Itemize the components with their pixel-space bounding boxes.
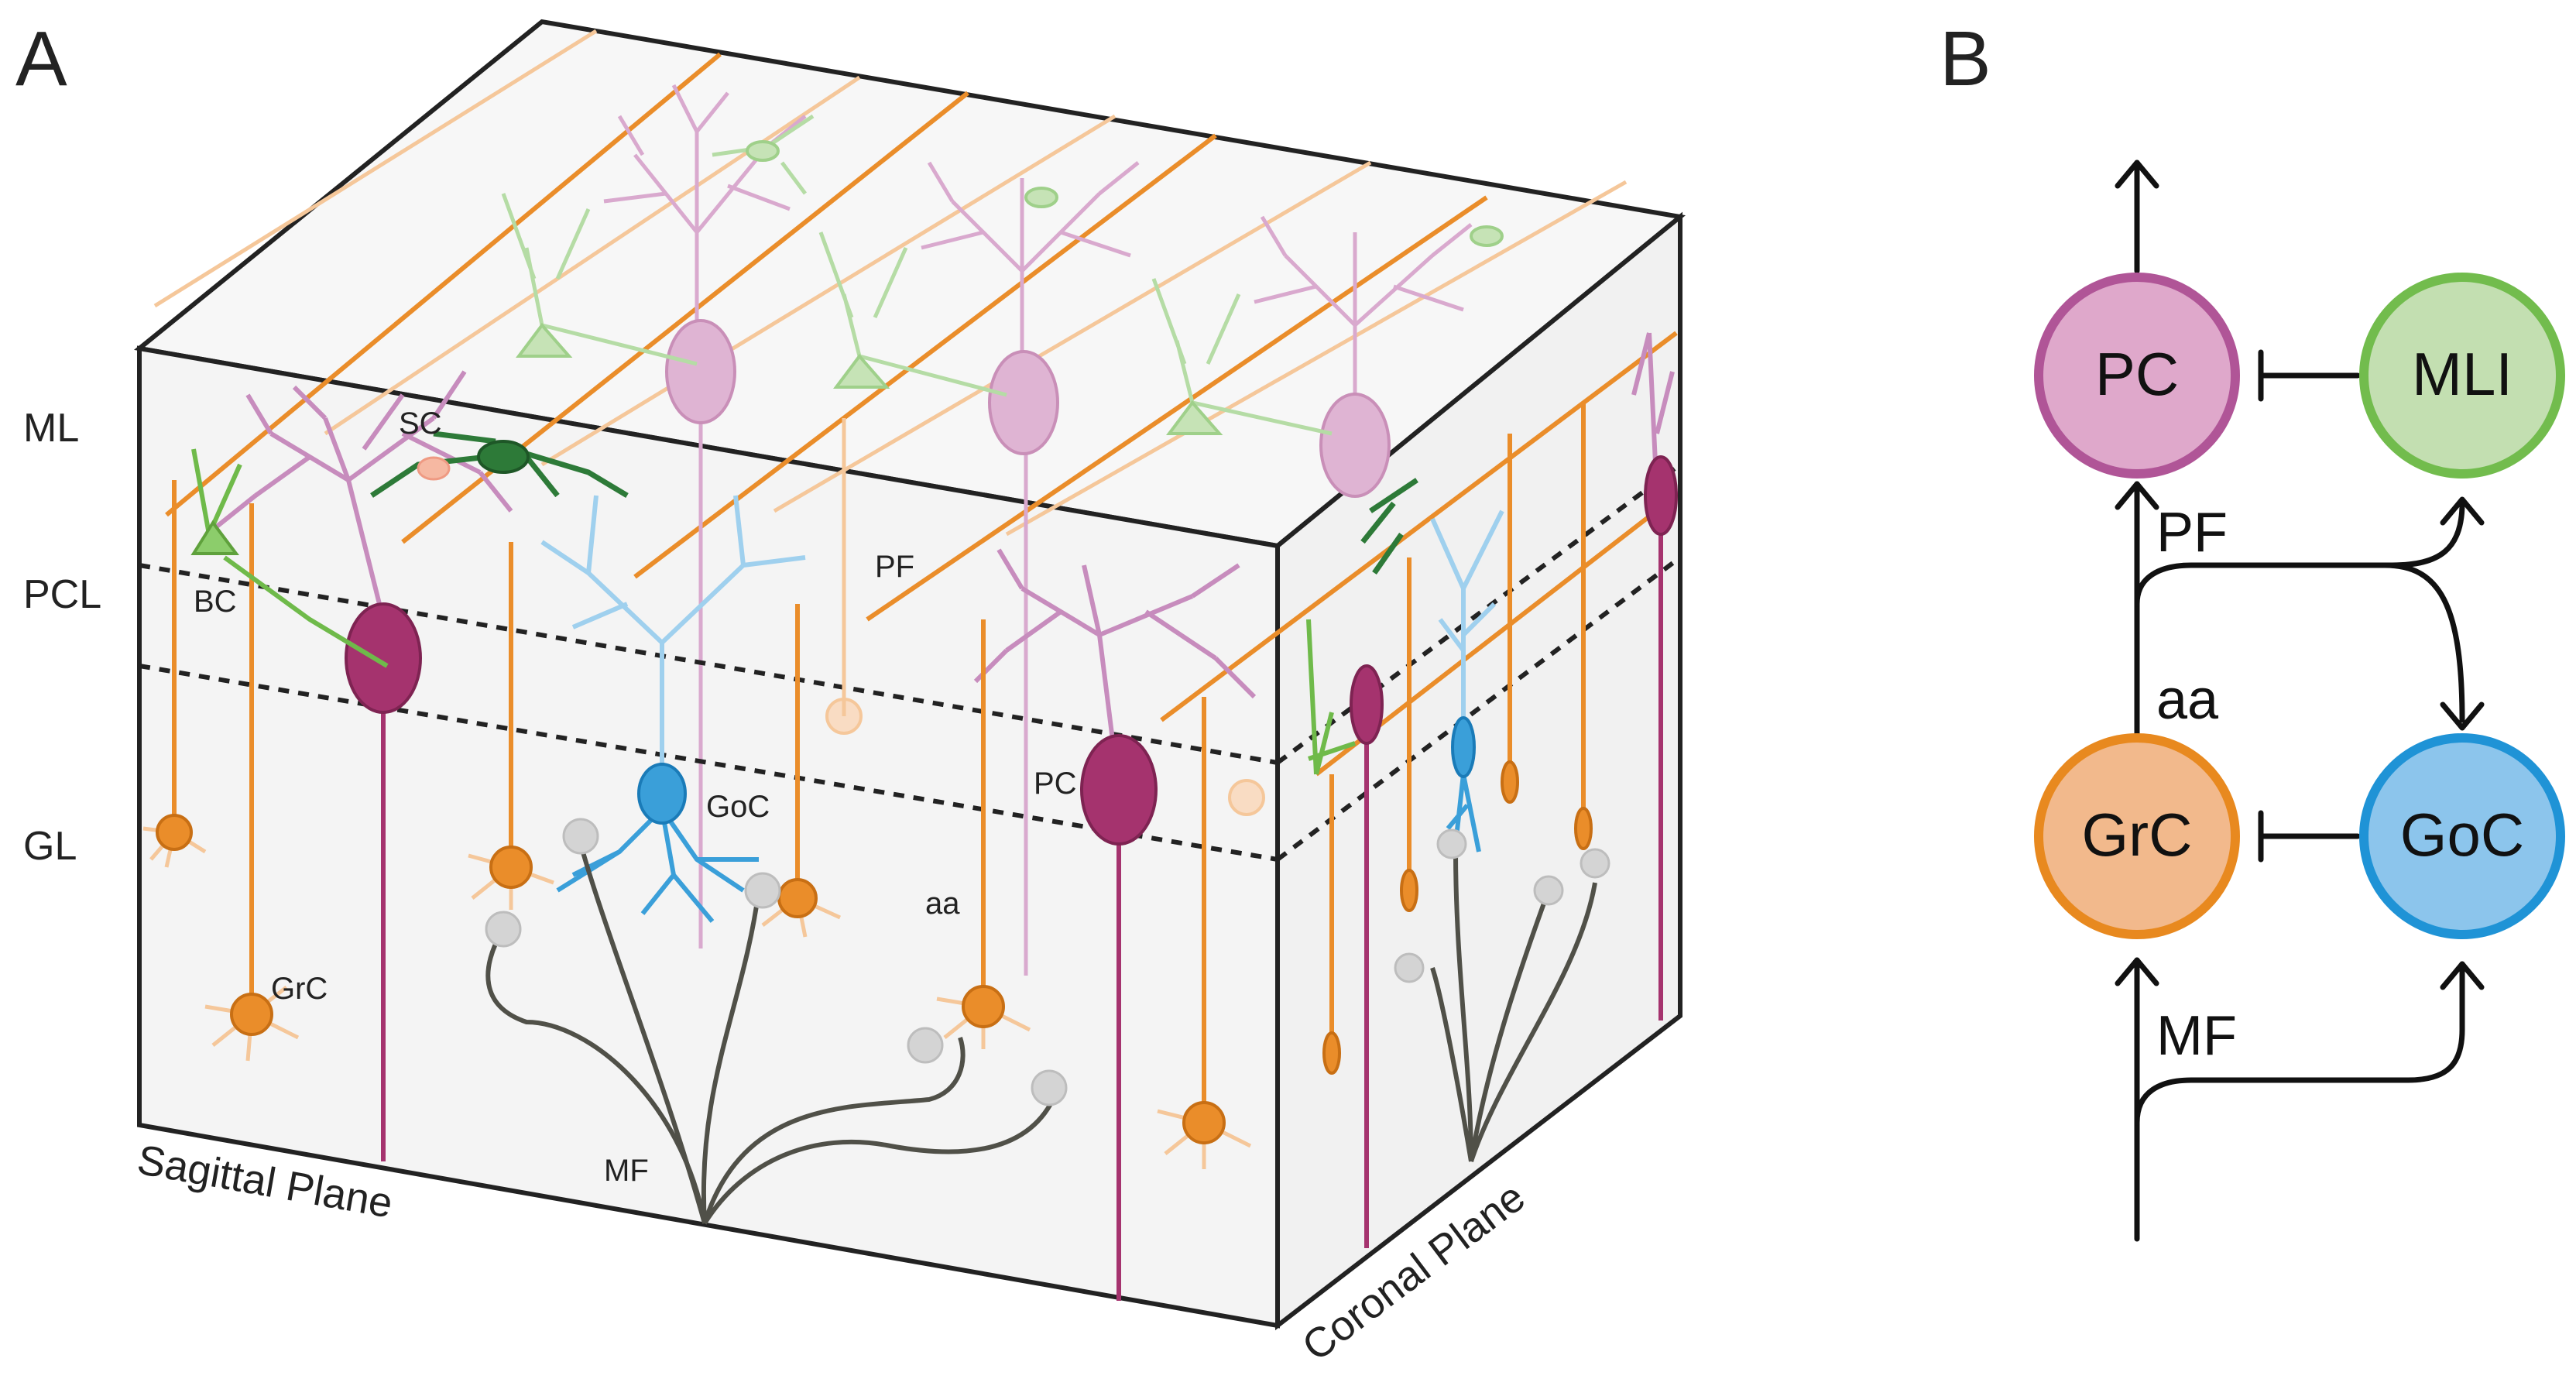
purkinje-soma-back — [988, 350, 1059, 455]
purkinje-cells-back — [603, 84, 1473, 976]
purkinje-soma-back — [665, 319, 736, 424]
block-coronal-face — [1275, 211, 1682, 1331]
mossy-rosettes — [485, 818, 1610, 1106]
circuit-node-pc: PC — [2034, 273, 2240, 479]
cell-label-aa: aa — [925, 887, 960, 921]
interneuron-processes — [191, 448, 1356, 775]
circuit-label-mf: MF — [2156, 1005, 2237, 1067]
cell-label-mf: MF — [604, 1154, 649, 1188]
circuit-label-pc: PC — [2095, 340, 2179, 408]
stellate-cell-soma — [477, 440, 530, 474]
panel-b-letter: B — [1940, 15, 1991, 102]
circuit-label-goc: GoC — [2400, 801, 2524, 869]
purkinje-somata — [345, 455, 1678, 846]
circuit-label-grc: GrC — [2082, 801, 2193, 869]
cell-label-grc: GrC — [271, 972, 328, 1006]
interneuron-somata-back — [516, 140, 1504, 435]
cell-label-sc: SC — [399, 406, 442, 441]
layer-label-pcl: PCL — [23, 572, 101, 617]
parallel-fibres-back — [153, 29, 1628, 537]
circuit-node-grc: GrC — [2034, 733, 2240, 939]
layer-label-ml: ML — [23, 406, 79, 451]
basket-cell-soma — [190, 520, 239, 555]
circuit-connections — [2115, 160, 2485, 1242]
cell-label-pf: PF — [875, 550, 914, 584]
granule-somata — [156, 760, 1593, 1144]
layer-boundaries — [139, 462, 1682, 862]
circuit-label-mli: MLI — [2412, 340, 2513, 408]
panel-a: A — [15, 15, 1686, 1370]
cell-label-goc: GoC — [706, 790, 770, 824]
circuit-node-goc: GoC — [2359, 733, 2565, 939]
golgi-somata — [637, 716, 1476, 825]
mossy-fibres — [485, 843, 1597, 1225]
circuit-label-pf: PF — [2156, 502, 2228, 564]
purkinje-soma-back — [1319, 393, 1391, 498]
cell-label-pc: PC — [1034, 767, 1077, 801]
purkinje-dendrites — [215, 332, 1675, 760]
circuit-node-mli: MLI — [2359, 273, 2565, 479]
layer-label-gl: GL — [23, 824, 77, 869]
cell-label-bc: BC — [194, 585, 237, 619]
panel-a-letter: A — [15, 15, 67, 102]
panel-b: B — [1940, 15, 2565, 1242]
golgi-dendrites — [540, 495, 1504, 767]
purkinje-axons — [381, 534, 1663, 1301]
stellate-cell-soma — [417, 456, 451, 481]
granule-axons — [172, 403, 1586, 1123]
circuit-label-aa: aa — [2156, 669, 2219, 731]
